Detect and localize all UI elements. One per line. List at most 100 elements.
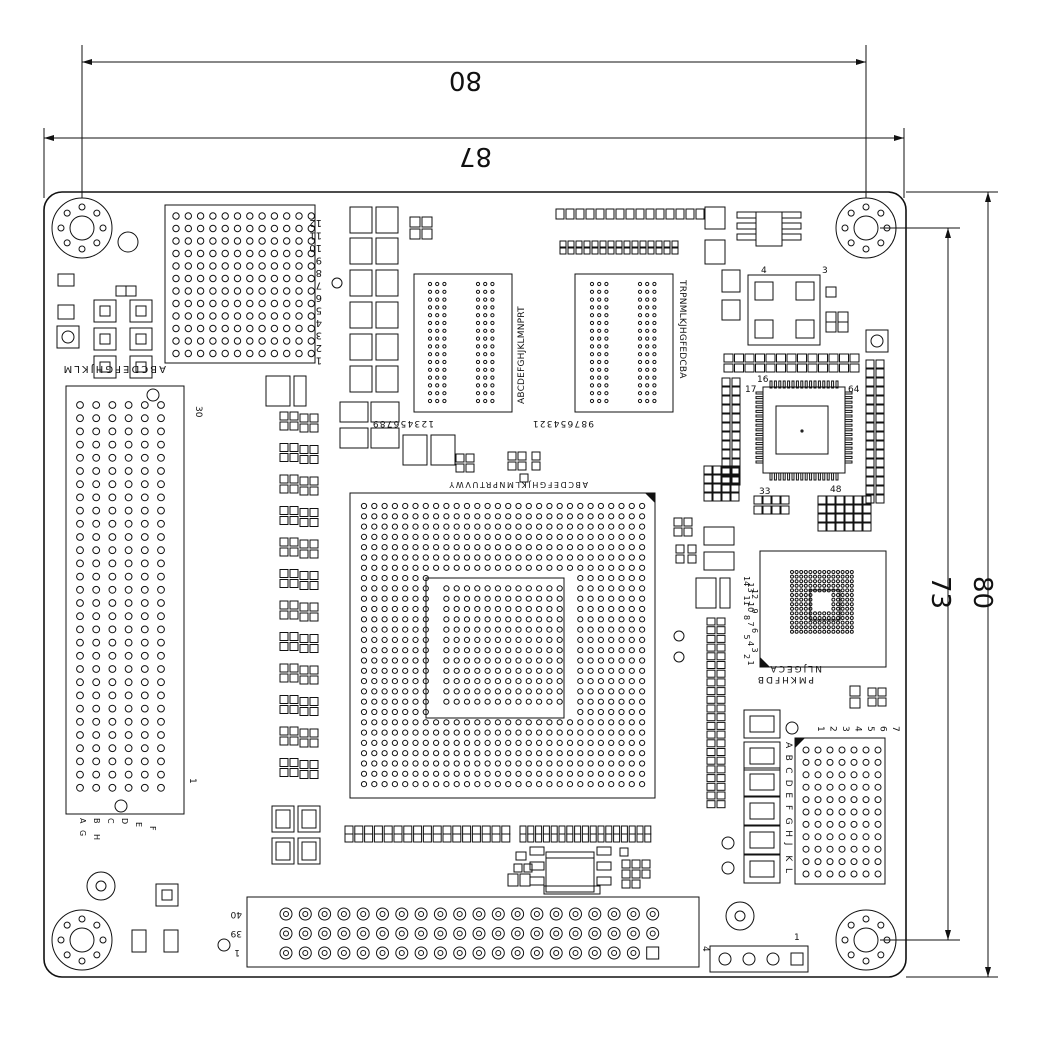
ram-ball [475, 383, 481, 388]
header-4pin-label-4: 4 [700, 946, 710, 952]
connector-pin [76, 559, 84, 568]
connector-pin [92, 546, 101, 555]
bga-ball [566, 544, 574, 551]
ram-ball [427, 281, 433, 287]
qfp-pin [755, 405, 764, 409]
ram-ball [490, 352, 495, 357]
bga-ball [628, 616, 635, 623]
bga-ball [546, 739, 553, 747]
bga-ball [505, 647, 512, 654]
bga-ball [443, 616, 450, 623]
bga-ball [391, 513, 398, 520]
ram-ball [442, 305, 447, 310]
resistor [776, 363, 786, 373]
resistor [721, 386, 731, 396]
connector-pin [140, 585, 149, 594]
bga-ball [371, 575, 378, 582]
idc-pin-hole [437, 911, 444, 917]
bga-ball [814, 746, 822, 754]
bga-ball [360, 647, 368, 654]
bga-ball [402, 667, 409, 674]
header-pin [574, 825, 582, 835]
bga-ball [845, 616, 850, 620]
header-pin [663, 240, 671, 249]
bga-ball [799, 588, 804, 593]
ram-ball [652, 367, 657, 372]
resistor [875, 458, 885, 468]
resistor [716, 782, 726, 791]
bga-ball [618, 554, 625, 561]
ram-ball [589, 336, 595, 341]
resistor [721, 422, 731, 432]
bga-ball [443, 678, 450, 685]
bga-ball [371, 564, 378, 571]
ball [209, 212, 217, 220]
bga-ball [505, 513, 512, 520]
bga-ball [360, 667, 368, 674]
idc-pin-hole [360, 911, 367, 917]
bga-ball [371, 750, 378, 757]
bga-ball [628, 688, 635, 695]
connector-pin [124, 678, 133, 687]
connector-pin [76, 638, 84, 647]
bga-ball [802, 845, 810, 853]
bga-ball [494, 533, 501, 541]
idc-pin-hole [321, 950, 328, 956]
bga-ball [836, 579, 840, 584]
bga-ball [494, 770, 501, 777]
idc-pin [511, 927, 525, 940]
bga-ball [838, 746, 846, 754]
ram-ball [490, 344, 495, 349]
bga-ball [587, 667, 594, 674]
bga-ball [845, 625, 850, 630]
connector-pin [157, 704, 165, 713]
bga-ball [525, 605, 532, 613]
ram-ball [435, 375, 440, 380]
bga-ball [556, 605, 563, 613]
connector-pin [157, 506, 165, 515]
connector-pin [108, 691, 117, 700]
bga-ball [817, 579, 822, 584]
bga-ball [618, 688, 625, 695]
header-pin [591, 240, 599, 249]
qfp-pin [791, 472, 795, 481]
bga-ball [566, 770, 574, 777]
bga-ball [874, 845, 882, 853]
ram-ball [645, 297, 650, 302]
bga-ball [515, 719, 522, 726]
connector-pin [108, 480, 117, 489]
ram-ball [435, 391, 440, 396]
bga-ball [597, 708, 605, 716]
bga-ball [618, 523, 625, 530]
resistor [716, 800, 726, 809]
bga-ball [826, 616, 831, 620]
ball [172, 249, 180, 258]
idc-pin [356, 907, 370, 921]
bga-row-label: 4 [746, 641, 755, 646]
qfp-pin [813, 380, 817, 389]
mounting-hole-center [853, 927, 879, 953]
resistor [865, 440, 875, 450]
ball [209, 299, 217, 308]
bga-ball [803, 574, 808, 579]
bga-row-label: E [783, 792, 793, 798]
connector-pin [108, 638, 117, 647]
qfp-pin [755, 428, 764, 432]
qfp-pin [844, 455, 853, 459]
header-pin [550, 833, 558, 843]
bga-ball [402, 564, 409, 571]
ram-ball [483, 297, 488, 302]
connector-pin [157, 572, 165, 581]
resistor [299, 518, 309, 527]
bga-ball [371, 657, 378, 664]
resistor [762, 495, 772, 505]
bga-ball [826, 625, 831, 630]
idc-pin [356, 927, 370, 940]
ram-ball [604, 367, 609, 372]
ball [196, 287, 205, 295]
bga-ball [577, 657, 584, 664]
bga-ball [474, 688, 481, 695]
idc-pin-hole [649, 911, 656, 917]
